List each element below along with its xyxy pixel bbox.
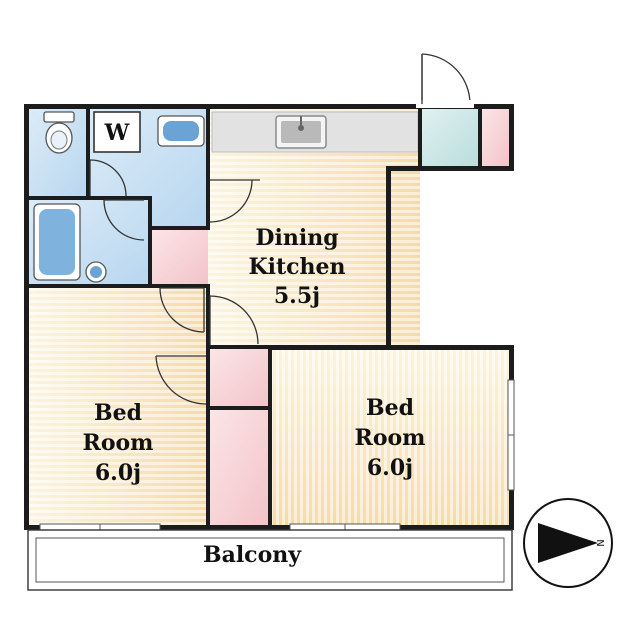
balcony-label: Balcony <box>203 542 302 568</box>
wash-basin-icon <box>157 115 205 147</box>
bathroom-door <box>103 199 145 241</box>
room-labels: Dining Kitchen 5.5j Bed Room 6.0j Bed Ro… <box>83 225 426 568</box>
bedroom-east-label-line2: Room <box>355 425 426 451</box>
bedroom-east-size: 6.0j <box>367 455 413 481</box>
fixtures: W <box>33 111 419 283</box>
laundry-mark: W <box>104 120 130 146</box>
bedroom-west-label-line2: Room <box>83 430 154 456</box>
balcony <box>27 529 513 591</box>
dining-size: 5.5j <box>274 283 320 309</box>
shower-drain-icon <box>85 261 107 283</box>
washing-machine-area: W <box>93 111 141 153</box>
doors <box>89 53 474 405</box>
bedroom-west-side-door <box>155 355 207 405</box>
closet-upper <box>208 348 270 408</box>
toilet-door <box>89 159 127 197</box>
dining-label-line1: Dining <box>255 225 338 251</box>
shoe-storage <box>480 108 510 168</box>
closet-lower <box>208 408 270 528</box>
compass: N <box>523 498 613 588</box>
bedroom-west-label-line1: Bed <box>94 400 142 426</box>
dining-label-line2: Kitchen <box>248 254 345 280</box>
entrance-floor <box>420 108 480 168</box>
toilet-icon <box>43 111 75 154</box>
bedroom-east-label-line1: Bed <box>366 395 414 421</box>
closet-hall <box>150 228 208 286</box>
bathtub-icon <box>33 203 81 281</box>
entrance-door <box>416 53 474 108</box>
washroom-door <box>209 179 260 223</box>
compass-arrow-icon <box>538 523 598 563</box>
bedroom-west-door <box>159 287 205 333</box>
compass-north-letter: N <box>594 539 605 546</box>
bedroom-west-size: 6.0j <box>95 460 141 486</box>
kitchen-hall-door <box>209 295 259 345</box>
